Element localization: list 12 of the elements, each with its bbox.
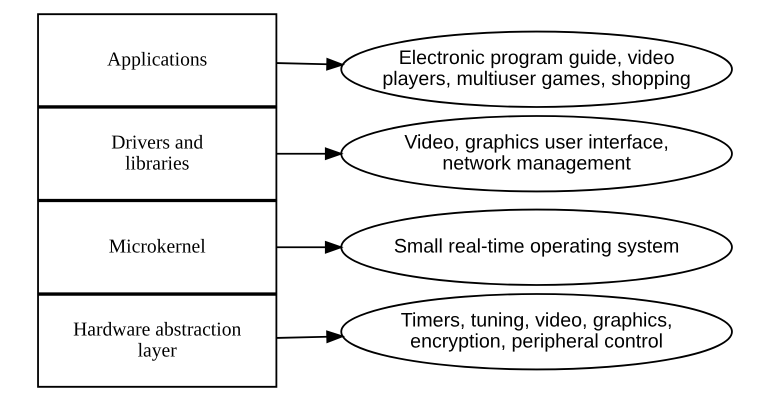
node-ellipse: Video, graphics user interface, network management: [340, 115, 733, 192]
arrow: [276, 240, 344, 254]
node-ellipse: Electronic program guide, video players, multiuser games, shopping: [340, 30, 733, 108]
node-box: Applications: [37, 13, 278, 108]
node-box: Microkernel: [37, 200, 278, 294]
node-box: Hardware abstraction layer: [37, 294, 278, 388]
node-ellipse: Timers, tuning, video, graphics, encryption, peripheral control: [340, 293, 733, 370]
node-box: Drivers and libraries: [37, 106, 278, 201]
arrow: [276, 58, 346, 71]
node-ellipse: Small real-time operating system: [340, 208, 733, 286]
arrow: [276, 330, 346, 344]
arrow: [276, 147, 344, 160]
